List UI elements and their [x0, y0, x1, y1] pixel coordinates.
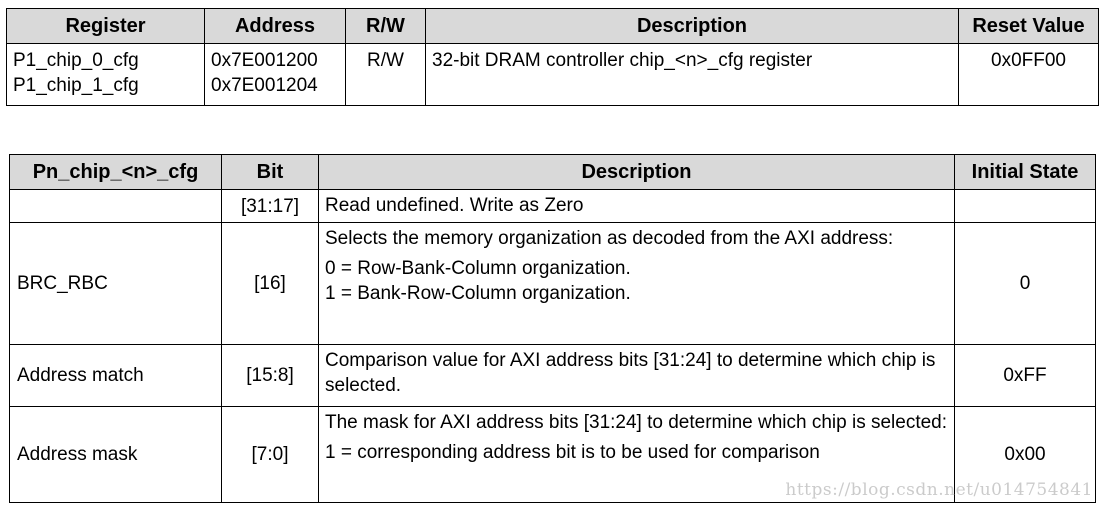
field-description-line: 1 = Bank-Row-Column organization.	[325, 283, 631, 304]
header-description: Description	[318, 154, 955, 190]
field-initial-state: 0	[954, 222, 1096, 345]
field-description-line: Read undefined. Write as Zero	[325, 195, 584, 216]
table-row: [31:17] Read undefined. Write as Zero	[9, 189, 1096, 223]
header-register: Register	[6, 8, 205, 44]
header-rw: R/W	[345, 8, 426, 44]
header-reset-value: Reset Value	[958, 8, 1099, 44]
field-description: Comparison value for AXI address bits [3…	[318, 344, 955, 407]
field-description-line: 1 = corresponding address bit is to be u…	[325, 442, 820, 463]
field-initial-state: 0xFF	[954, 344, 1096, 407]
register-reset-value: 0x0FF00	[958, 43, 1099, 106]
field-bit: [16]	[221, 222, 319, 345]
field-name: Address match	[9, 344, 222, 407]
table-row: Address mask [7:0] The mask for AXI addr…	[9, 406, 1096, 503]
table-row: P1_chip_0_cfg P1_chip_1_cfg 0x7E001200 0…	[6, 43, 1099, 106]
field-bit: [7:0]	[221, 406, 319, 503]
header-field-name: Pn_chip_<n>_cfg	[9, 154, 222, 190]
field-description-line: 0 = Row-Bank-Column organization.	[325, 258, 631, 279]
register-name: P1_chip_0_cfg	[13, 50, 139, 71]
table-row: BRC_RBC [16] Selects the memory organiza…	[9, 222, 1096, 345]
field-name: BRC_RBC	[9, 222, 222, 345]
register-names-cell: P1_chip_0_cfg P1_chip_1_cfg	[6, 43, 205, 106]
field-bit: [31:17]	[221, 189, 319, 223]
field-initial-state: 0x00	[954, 406, 1096, 503]
bitfield-table-header: Pn_chip_<n>_cfg Bit Description Initial …	[9, 154, 1096, 190]
header-bit: Bit	[221, 154, 319, 190]
header-initial-state: Initial State	[954, 154, 1096, 190]
register-table: Register Address R/W Description Reset V…	[6, 8, 1099, 106]
register-addresses-cell: 0x7E001200 0x7E001204	[204, 43, 346, 106]
register-table-header: Register Address R/W Description Reset V…	[6, 8, 1099, 44]
bitfield-table: Pn_chip_<n>_cfg Bit Description Initial …	[9, 154, 1096, 503]
field-description-line: The mask for AXI address bits [31:24] to…	[325, 412, 948, 433]
table-row: Address match [15:8] Comparison value fo…	[9, 344, 1096, 407]
field-name	[9, 189, 222, 223]
field-description-line: Comparison value for AXI address bits [3…	[325, 350, 936, 396]
register-name: P1_chip_1_cfg	[13, 75, 139, 96]
field-bit: [15:8]	[221, 344, 319, 407]
field-initial-state	[954, 189, 1096, 223]
register-address: 0x7E001204	[211, 75, 318, 96]
field-name: Address mask	[9, 406, 222, 503]
watermark-text: https://blog.csdn.net/u014754841	[785, 480, 1093, 500]
header-address: Address	[204, 8, 346, 44]
register-rw: R/W	[345, 43, 426, 106]
field-description-line: Selects the memory organization as decod…	[325, 228, 894, 249]
field-description: Selects the memory organization as decod…	[318, 222, 955, 345]
register-address: 0x7E001200	[211, 50, 318, 71]
register-description: 32-bit DRAM controller chip_<n>_cfg regi…	[425, 43, 959, 106]
header-description: Description	[425, 8, 959, 44]
field-description: Read undefined. Write as Zero	[318, 189, 955, 223]
